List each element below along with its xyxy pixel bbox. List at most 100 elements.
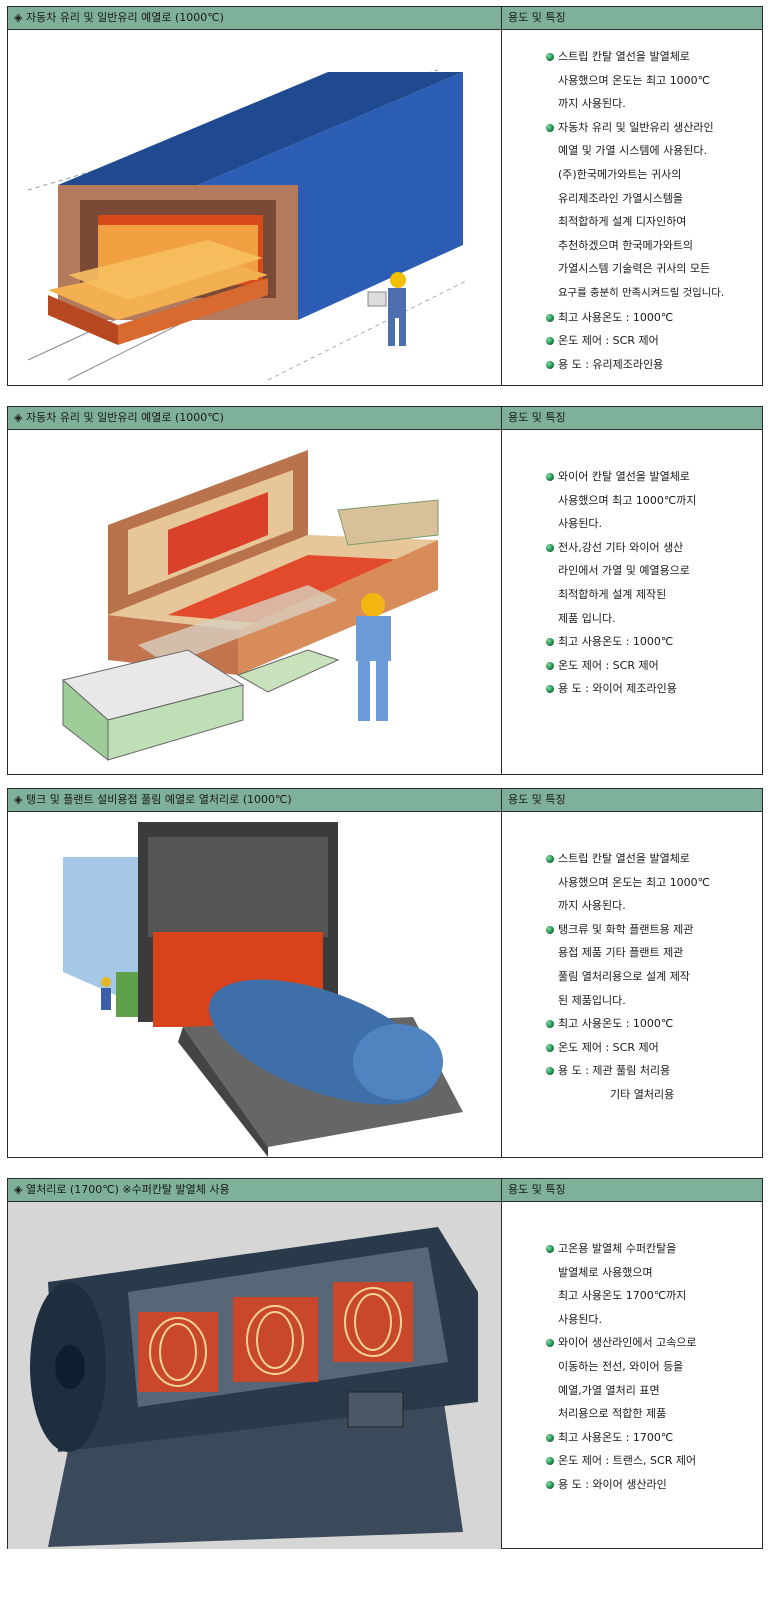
- feature-line: 처리용으로 적합한 제품: [558, 1407, 667, 1421]
- feature-line: 용 도 : 제관 풀림 처리용: [558, 1064, 671, 1078]
- feature-line: 용접 제품 기타 플랜트 제관: [558, 946, 684, 960]
- product-card-wire-preheat: ◈ 자동차 유리 및 일반유리 예열로 (1000℃) 용도 및 특징: [7, 406, 763, 775]
- feature-line: 와이어 칸탈 열선을 발열체로: [558, 470, 690, 483]
- feature-line: 까지 사용된다.: [558, 97, 626, 111]
- feature-line: 예열 및 가열 시스템에 사용된다.: [558, 144, 708, 158]
- feature-line: 자동차 유리 및 일반유리 생산라인: [558, 120, 714, 134]
- feature-item: 온도 제어 : SCR 제어: [546, 329, 758, 353]
- features-header: 용도 및 특징: [508, 1183, 566, 1196]
- feature-line: 예열,가열 열처리 표면: [558, 1383, 660, 1397]
- feature-item: 최고 사용온도 : 1000℃: [546, 630, 758, 654]
- feature-line: 이동하는 전선, 와이어 등을: [558, 1359, 684, 1373]
- feature-line: 발열체로 사용했으며: [558, 1265, 653, 1279]
- feature-line: 사용했으며 온도는 최고 1000℃: [558, 875, 711, 889]
- feature-line: 최고 사용온도 : 1000℃: [558, 310, 674, 324]
- bullet-icon: [546, 1433, 554, 1442]
- product-header: ◈ 열처리로 (1700℃) ※수퍼칸탈 발열체 사용 용도 및 특징: [8, 1179, 762, 1202]
- product-card-superkanthal: ◈ 열처리로 (1700℃) ※수퍼칸탈 발열체 사용 용도 및 특징: [7, 1178, 763, 1549]
- feature-line: 탱크류 및 화학 플랜트용 제관: [558, 922, 694, 936]
- feature-line: 최적합하게 설계 디자인하여: [558, 215, 687, 229]
- feature-line: 최적합하게 설계 제작된: [558, 587, 667, 601]
- bullet-icon: [546, 1480, 554, 1489]
- bullet-icon: [546, 685, 554, 694]
- feature-line: 와이어 생산라인에서 고속으로: [558, 1336, 697, 1350]
- feature-line: 된 제품입니다.: [558, 993, 626, 1007]
- bullet-icon: [546, 543, 554, 552]
- feature-line: 요구를 충분히 만족시켜드릴 것입니다.: [558, 286, 725, 299]
- product-title: ◈ 자동차 유리 및 일반유리 예열로 (1000℃): [8, 7, 502, 29]
- feature-line: 최고 사용온도 1700℃까지: [558, 1289, 687, 1303]
- feature-line: 용 도 : 유리제조라인용: [558, 357, 664, 371]
- feature-line: 최고 사용온도 : 1000℃: [558, 1017, 674, 1031]
- feature-item: 용 도 : 와이어 제조라인용: [546, 677, 758, 701]
- feature-item: 온도 제어 : SCR 제어: [546, 654, 758, 678]
- bullet-icon: [546, 337, 554, 346]
- bullet-icon: [546, 123, 554, 132]
- bullet-icon: [546, 1339, 554, 1348]
- bullet-icon: [546, 1020, 554, 1029]
- wire-preheat-furnace-illustration: [8, 430, 502, 775]
- feature-line: 기타 열처리용: [610, 1087, 675, 1101]
- glass-preheat-furnace-illustration: [8, 30, 502, 386]
- product-title: ◈ 탱크 및 플랜트 설비용접 풀림 예열로 열처리로 (1000℃): [8, 789, 502, 811]
- bullet-icon: [546, 1067, 554, 1076]
- feature-line: 사용했으며 최고 1000℃까지: [558, 493, 697, 507]
- feature-line: 고온용 발열체 수퍼칸탈을: [558, 1242, 677, 1255]
- features-header: 용도 및 특징: [508, 411, 566, 424]
- features-header: 용도 및 특징: [508, 11, 566, 24]
- feature-line: 온도 제어 : SCR 제어: [558, 658, 659, 672]
- features-header: 용도 및 특징: [508, 793, 566, 806]
- bullet-icon: [546, 855, 554, 863]
- bullet-icon: [546, 360, 554, 369]
- product-card-glass-preheat: ◈ 자동차 유리 및 일반유리 예열로 (1000℃) 용도 및 특징: [7, 6, 763, 386]
- feature-line: 용 도 : 와이어 제조라인용: [558, 682, 677, 696]
- product-card-tank-annealing: ◈ 탱크 및 플랜트 설비용접 풀림 예열로 열처리로 (1000℃) 용도 및…: [7, 788, 763, 1158]
- bullet-icon: [546, 925, 554, 934]
- feature-line: 스트립 칸탈 열선을 발열체로: [558, 50, 690, 63]
- feature-item: 최고 사용온도 : 1000℃: [546, 306, 758, 330]
- superkanthal-heat-treatment-furnace-illustration: [8, 1202, 502, 1549]
- feature-line: 용 도 : 와이어 생산라인: [558, 1477, 667, 1491]
- feature-line: 제품 입니다.: [558, 611, 616, 625]
- bullet-icon: [546, 661, 554, 670]
- feature-line: 사용된다.: [558, 1312, 602, 1326]
- feature-line: 온도 제어 : SCR 제어: [558, 334, 659, 348]
- feature-item: 온도 제어 : 트랜스, SCR 제어: [546, 1449, 758, 1473]
- tank-annealing-furnace-illustration: [8, 812, 502, 1158]
- feature-line: 전사,강선 기타 와이어 생산: [558, 540, 684, 554]
- feature-line: 라인에서 가열 및 예열용으로: [558, 564, 690, 578]
- bullet-icon: [546, 1043, 554, 1052]
- product-header: ◈ 탱크 및 플랜트 설비용접 풀림 예열로 열처리로 (1000℃) 용도 및…: [8, 789, 762, 812]
- bullet-icon: [546, 1457, 554, 1466]
- feature-item: 용 도 : 와이어 생산라인: [546, 1473, 758, 1497]
- product-title: ◈ 자동차 유리 및 일반유리 예열로 (1000℃): [8, 407, 502, 429]
- feature-line: 최고 사용온도 : 1000℃: [558, 635, 674, 649]
- bullet-icon: [546, 313, 554, 322]
- feature-line: 추천하겠으며 한국메가와트의: [558, 238, 694, 252]
- feature-item: 용 도 : 유리제조라인용: [546, 353, 758, 377]
- feature-line: 스트립 칸탈 열선을 발열체로: [558, 852, 690, 865]
- feature-line: 까지 사용된다.: [558, 899, 626, 913]
- bullet-icon: [546, 473, 554, 481]
- feature-line: 온도 제어 : SCR 제어: [558, 1040, 659, 1054]
- feature-line: 사용했으며 온도는 최고 1000℃: [558, 73, 711, 87]
- product-title: ◈ 열처리로 (1700℃) ※수퍼칸탈 발열체 사용: [8, 1179, 502, 1201]
- bullet-icon: [546, 53, 554, 61]
- feature-item: 최고 사용온도 : 1700℃: [546, 1426, 758, 1450]
- feature-line: 유리제조라인 가열시스템을: [558, 191, 683, 205]
